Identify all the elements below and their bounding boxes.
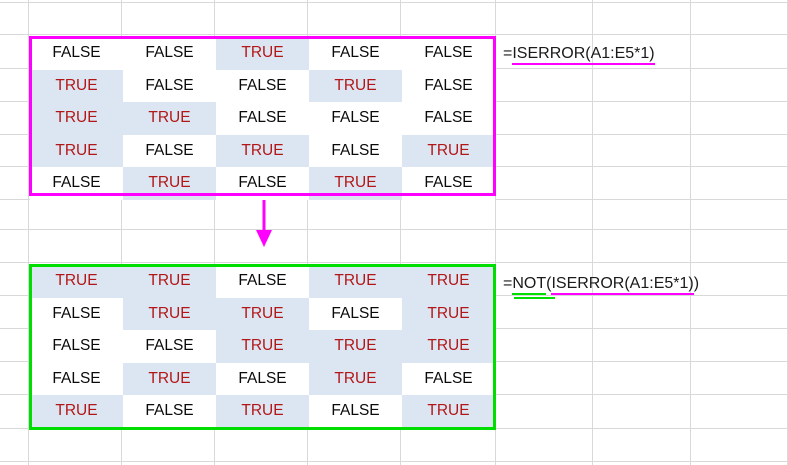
bool-cell-r2c2[interactable]: TRUE [123,297,216,331]
gridline-horizontal-14 [0,461,788,462]
bool-cell-r3c3[interactable]: FALSE [216,102,309,135]
bool-cell-r5c2[interactable]: FALSE [123,395,216,428]
bool-cell-r1c2[interactable]: FALSE [123,37,216,70]
not-iserror-formula-label: =NOT(ISERROR(A1:E5*1)) [503,275,700,295]
bool-cell-r4c4[interactable]: FALSE [309,134,402,168]
bool-cell-r1c4[interactable]: FALSE [309,37,402,70]
bool-cell-r3c4[interactable]: FALSE [309,102,402,135]
bool-cell-r2c4[interactable]: FALSE [309,297,402,331]
down-arrow-icon [253,200,275,248]
formula-close-paren: ) [693,275,700,292]
bool-cell-r4c2[interactable]: TRUE [123,362,216,396]
bool-cell-r4c1[interactable]: FALSE [30,362,123,396]
gridline-vertical-0 [28,0,29,465]
bool-cell-r5c4[interactable]: FALSE [309,395,402,428]
bool-cell-r1c4[interactable]: TRUE [309,265,402,298]
bool-cell-r3c2[interactable]: FALSE [123,330,216,363]
bool-cell-r1c1[interactable]: FALSE [30,37,123,70]
bool-cell-r1c3[interactable]: FALSE [216,265,309,298]
gridline-vertical-5 [495,0,496,465]
bool-cell-r1c3[interactable]: TRUE [216,37,309,70]
bool-cell-r5c2[interactable]: TRUE [123,167,216,200]
bool-cell-r4c2[interactable]: FALSE [123,134,216,168]
bool-cell-r2c2[interactable]: FALSE [123,69,216,103]
bool-cell-r3c3[interactable]: TRUE [216,330,309,363]
bool-cell-r3c4[interactable]: TRUE [309,330,402,363]
gridline-vertical-3 [307,0,308,465]
formula-prefix: = [503,45,513,62]
bool-cell-r5c5[interactable]: TRUE [402,395,495,428]
bool-cell-r1c5[interactable]: TRUE [402,265,495,298]
bool-cell-r2c5[interactable]: FALSE [402,69,495,103]
bool-cell-r4c4[interactable]: TRUE [309,362,402,396]
bool-cell-r1c2[interactable]: TRUE [123,265,216,298]
gridline-vertical-4 [400,0,401,465]
bool-cell-r3c5[interactable]: FALSE [402,102,495,135]
bool-cell-r2c4[interactable]: TRUE [309,69,402,103]
bool-cell-r3c1[interactable]: FALSE [30,330,123,363]
bool-cell-r4c3[interactable]: FALSE [216,362,309,396]
formula-iserror-part: ISERROR(A1:E5*1) [551,275,694,295]
formula-iserror-part: ISERROR(A1:E5*1) [512,45,655,65]
bool-cell-r1c1[interactable]: TRUE [30,265,123,298]
gridline-vertical-2 [214,0,215,465]
bool-cell-r4c3[interactable]: TRUE [216,134,309,168]
formula-prefix: = [503,275,513,292]
gridline-horizontal-13 [0,428,788,429]
iserror-formula-label: =ISERROR(A1:E5*1) [503,45,655,65]
bool-cell-r4c1[interactable]: TRUE [30,134,123,168]
bool-cell-r5c1[interactable]: FALSE [30,167,123,200]
bool-cell-r5c4[interactable]: TRUE [309,167,402,200]
bool-cell-r5c3[interactable]: FALSE [216,167,309,200]
bool-cell-r5c3[interactable]: TRUE [216,395,309,428]
bool-cell-r5c1[interactable]: TRUE [30,395,123,428]
bool-cell-r2c3[interactable]: FALSE [216,69,309,103]
bool-cell-r4c5[interactable]: TRUE [402,134,495,168]
bool-cell-r2c5[interactable]: TRUE [402,297,495,331]
formula-open-paren: ( [546,275,551,295]
bool-cell-r3c2[interactable]: TRUE [123,102,216,135]
bool-cell-r4c5[interactable]: FALSE [402,362,495,396]
bool-cell-r3c1[interactable]: TRUE [30,102,123,135]
gridline-horizontal-1 [0,34,788,35]
bool-cell-r5c5[interactable]: FALSE [402,167,495,200]
gridline-horizontal-0 [0,2,788,3]
bool-cell-r1c5[interactable]: FALSE [402,37,495,70]
formula-not-part: NOT [512,275,547,295]
gridline-horizontal-7 [0,229,788,230]
bool-cell-r2c3[interactable]: TRUE [216,297,309,331]
bool-cell-r2c1[interactable]: FALSE [30,297,123,331]
gridline-vertical-1 [121,0,122,465]
gridline-horizontal-8 [0,262,788,263]
gridline-vertical-6 [592,0,593,465]
gridline-vertical-7 [690,0,691,465]
bool-cell-r2c1[interactable]: TRUE [30,69,123,103]
bool-cell-r3c5[interactable]: TRUE [402,330,495,363]
